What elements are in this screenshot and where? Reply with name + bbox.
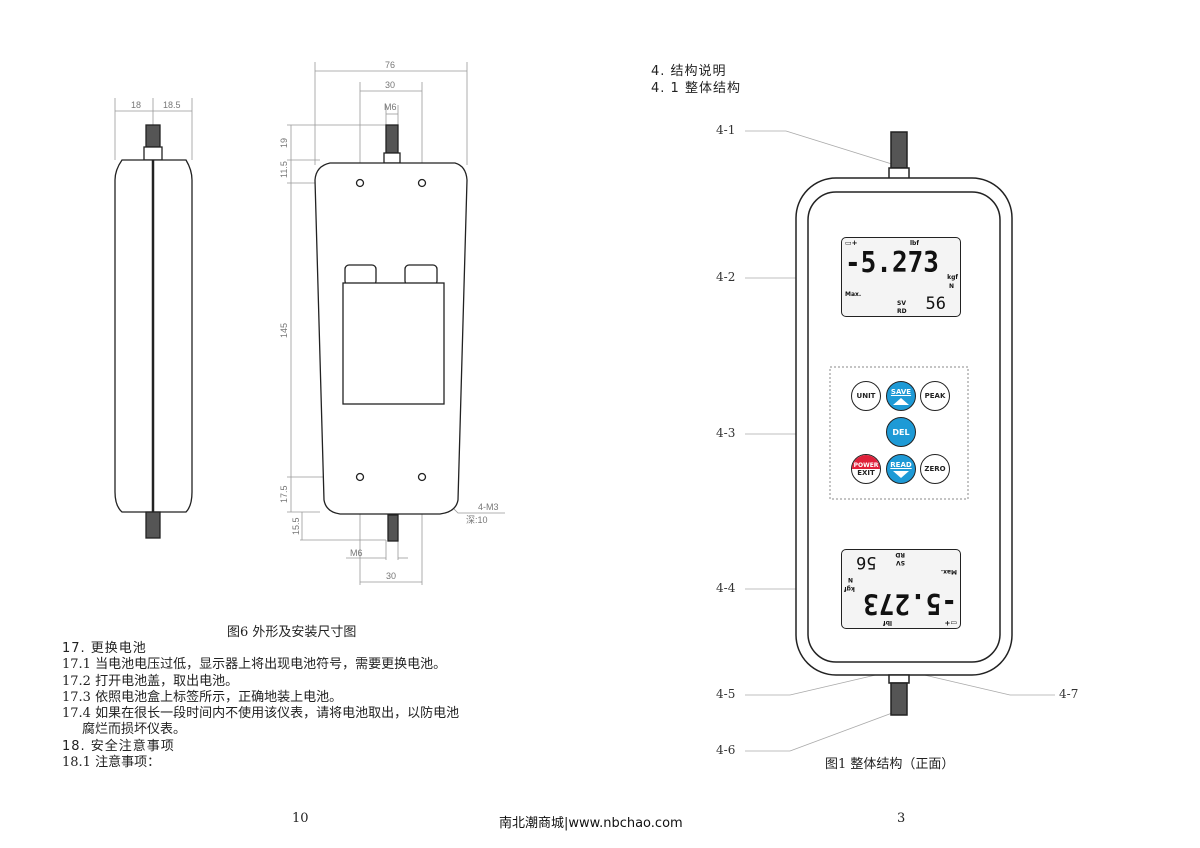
callout-4-6: 4-6 [716,743,736,757]
heading-18: 18. 安全注意事项 [62,738,175,754]
para-17-4: 17.4 如果在很长一段时间内不使用该仪表，请将电池取出，以防电池 [62,706,460,722]
dim-hole-spacing-top: 30 [385,80,395,90]
unit-label: UNIT [856,392,876,400]
main-lcd-display: ▭+ lbf -5.273 kgf N Max. SV RD 56 [841,237,961,317]
callout-4-3: 4-3 [716,426,736,440]
dim-h-top: 11.5 [279,161,289,178]
del-label: DEL [892,427,910,437]
page-number-right: 3 [897,811,906,826]
callout-4-4: 4-4 [716,581,736,595]
dim-h-stud: 19 [279,138,289,148]
dim-width: 76 [385,60,395,70]
record-count: 56 [925,294,946,314]
callout-4-7: 4-7 [1059,687,1079,701]
battery-icon: ▭+ [944,619,957,627]
battery-section: 17. 更换电池 17.1 当电池电压过低，显示器上将出现电池符号，需要更换电池… [62,641,459,771]
para-17-1: 17.1 当电池电压过低，显示器上将出现电池符号，需要更换电池。 [62,657,447,673]
heading-17: 17. 更换电池 [62,641,147,656]
callout-4-2: 4-2 [716,270,736,284]
unit-kgf: kgf [947,274,958,281]
unit-n: N [948,283,954,290]
para-18-1: 18.1 注意事项： [62,755,161,771]
dim-h-mid: 145 [279,323,289,338]
callout-4-1: 4-1 [716,123,736,137]
save-up-button[interactable]: SAVE [886,381,916,411]
dim-h-bottom: 17.5 [279,485,289,503]
down-arrow-icon [893,470,909,478]
site-watermark: 南北潮商城|www.nbchao.com [499,816,683,831]
max-indicator: Max. [845,291,862,298]
read-label: READ [890,460,912,469]
figure1-caption: 图1 整体结构（正面） [825,757,955,772]
para-17-3: 17.3 依照电池盒上标签所示，正确地装上电池。 [62,689,343,705]
max-indicator: Max. [940,568,957,575]
unit-kgf: kgf [844,585,855,592]
callout-4-5: 4-5 [716,687,736,701]
rd-indicator: RD [897,308,907,315]
dim-hole-spacing-bottom: 30 [386,571,396,581]
zero-label: ZERO [924,465,946,473]
para-17-2: 17.2 打开电池盖，取出电池。 [62,673,239,689]
para-17-4-cont: 腐烂而损坏仪表。 [82,722,187,738]
zero-button[interactable]: ZERO [920,454,950,484]
dim-side-18-5: 18.5 [163,100,181,110]
up-arrow-icon [893,397,909,405]
sv-indicator: SV [896,559,905,566]
read-down-button[interactable]: READ [886,454,916,484]
unit-lbf: lbf [910,240,919,247]
sv-indicator: SV [897,300,906,307]
dim-side-18: 18 [131,100,141,110]
force-reading: -5.273 [845,246,939,280]
record-count: 56 [856,552,877,572]
unit-button[interactable]: UNIT [851,381,881,411]
dim-thread-bottom: M6 [350,548,363,558]
mirrored-lcd-display: ▭+ lbf -5.273 kgf N Max. SV RD 56 [841,549,961,629]
dim-thread-top: M6 [384,102,397,112]
battery-icon: ▭+ [845,239,858,247]
section-heading: 4. 结构说明 [651,64,727,79]
force-reading: -5.273 [863,586,957,620]
dim-h-stud-bottom: 15.5 [291,517,301,535]
exit-label: EXIT [857,469,875,477]
dim-depth: 深:10 [466,515,488,525]
dim-holes: 4-M3 [478,502,499,512]
unit-n: N [848,576,854,583]
unit-lbf: lbf [883,619,892,626]
page-number-left: 10 [292,811,309,826]
subsection-heading: 4. 1 整体结构 [651,81,741,96]
del-button[interactable]: DEL [886,417,916,447]
peak-button[interactable]: PEAK [920,381,950,411]
save-label: SAVE [890,387,912,396]
rd-indicator: RD [895,551,905,558]
power-label: POWER [852,455,880,469]
peak-label: PEAK [924,392,946,400]
figure6-caption: 图6 外形及安装尺寸图 [227,625,357,640]
